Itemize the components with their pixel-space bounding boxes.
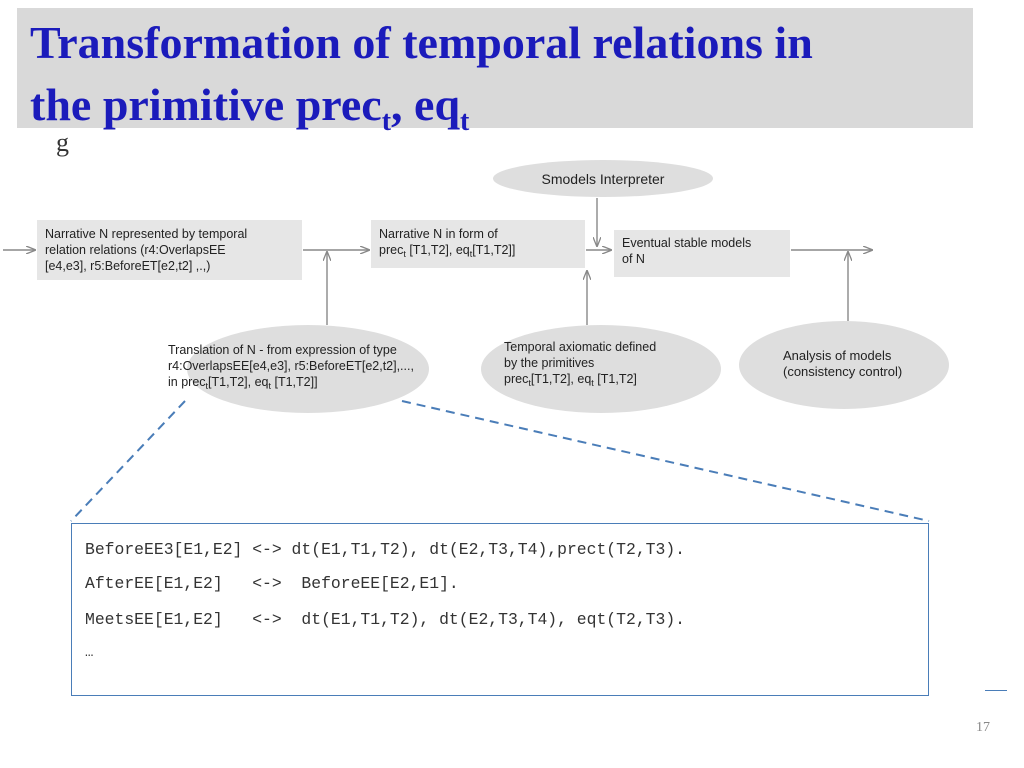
eq-args: [T1,T2] (593, 372, 637, 386)
eq-sub: t (469, 249, 473, 259)
prec-sub: t (205, 381, 209, 391)
prec-text: prec (504, 372, 529, 386)
prec-text: in prec (168, 375, 206, 389)
title-line-1: Transformation of temporal relations in (30, 17, 813, 68)
analysis-node: Analysis of models (consistency control) (739, 321, 949, 409)
translation-text: Translation of N - from expression of ty… (168, 342, 414, 391)
translation-line-1: Translation of N - from expression of ty… (168, 343, 397, 357)
title-separator: , eq (391, 79, 461, 130)
axiomatic-text: Temporal axiomatic defined by the primit… (504, 339, 657, 388)
smodels-interpreter-node: Smodels Interpreter (493, 160, 713, 197)
narrative-form-line-2: prect [T1,T2], eqt[T1,T2]] (379, 242, 577, 259)
code-line-meets: MeetsEE[E1,E2] <-> dt(E1,T1,T2), dt(E2,T… (85, 610, 685, 629)
narrative-n-line-3: [e4,e3], r5:BeforeET[e2,t2] ,.,) (45, 259, 211, 273)
eq-text: [T1,T2], eq (208, 375, 269, 389)
stray-glyph: g (56, 128, 69, 157)
zoom-line-left (70, 400, 186, 522)
stable-models-node: Eventual stable models of N (614, 230, 790, 277)
axiomatic-line-2: by the primitives (504, 356, 595, 370)
eq-sub: t (268, 381, 272, 391)
narrative-n-node: Narrative N represented by temporal rela… (37, 220, 302, 280)
eq-args: [T1,T2]] (271, 375, 318, 389)
axiomatic-line-3: prect[T1,T2], eqt [T1,T2] (504, 371, 656, 388)
stable-models-line-2: of N (622, 252, 645, 266)
analysis-text: Analysis of models (consistency control) (783, 348, 902, 380)
code-box: BeforeEE3[E1,E2] <-> dt(E1,T1,T2), dt(E2… (71, 523, 929, 696)
zoom-line-right (401, 400, 930, 522)
analysis-line-1: Analysis of models (783, 348, 892, 363)
translation-oval (187, 325, 429, 413)
page-number: 17 (976, 720, 990, 735)
narrative-n-line-2: relation relations (r4:OverlapsEE (45, 243, 226, 257)
code-line-before: BeforeEE3[E1,E2] <-> dt(E1,T1,T2), dt(E2… (85, 540, 685, 559)
prec-text: prec (379, 243, 404, 257)
translation-node: Translation of N - from expression of ty… (165, 325, 455, 413)
stable-models-line-1: Eventual stable models (622, 236, 752, 250)
eq-text: [T1,T2], eq (405, 243, 470, 257)
axiomatic-line-1: Temporal axiomatic defined (504, 340, 657, 354)
analysis-line-2: (consistency control) (783, 364, 903, 379)
slide-title: Transformation of temporal relations in t… (30, 12, 970, 136)
code-line-after: AfterEE[E1,E2] <-> BeforeEE[E2,E1]. (85, 574, 459, 593)
narrative-n-line-1: Narrative N represented by temporal (45, 227, 248, 241)
narrative-form-node: Narrative N in form of prect [T1,T2], eq… (371, 220, 585, 268)
title-subscript-1: t (381, 106, 392, 137)
prec-sub: t (528, 378, 531, 388)
title-line-2: the primitive prec (30, 79, 382, 130)
eq-sub: t (591, 378, 594, 388)
translation-line-3: in prect[T1,T2], eqt [T1,T2]] (168, 374, 414, 391)
translation-line-2: r4:OverlapsEE[e4,e3], r5:BeforeET[e2,t2]… (168, 359, 414, 373)
narrative-form-line-1: Narrative N in form of (379, 227, 498, 241)
corner-mark (985, 690, 1007, 691)
axiomatic-node: Temporal axiomatic defined by the primit… (481, 325, 721, 413)
title-band (17, 8, 973, 128)
prec-sub: t (403, 249, 406, 259)
title-subscript-2: t (460, 106, 470, 137)
eq-args: [T1,T2]] (472, 243, 516, 257)
eq-text: [T1,T2], eq (530, 372, 592, 386)
code-line-ellipsis: … (85, 645, 94, 661)
